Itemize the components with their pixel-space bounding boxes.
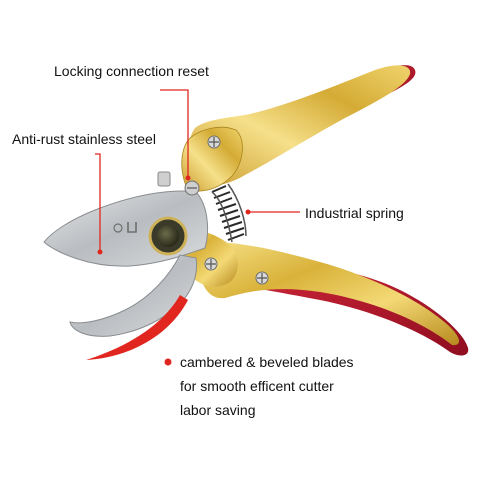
callout-line-locking bbox=[160, 89, 189, 178]
label-blades-description: cambered & beveled blades for smooth eff… bbox=[180, 350, 354, 422]
callout-line-steel bbox=[95, 153, 101, 252]
lock-screw bbox=[184, 180, 200, 196]
cambered-arc bbox=[86, 295, 188, 360]
label-locking-connection-reset: Locking connection reset bbox=[54, 63, 209, 79]
anvil-hook bbox=[69, 254, 198, 337]
bullet-dot bbox=[164, 358, 172, 366]
upper-head-gold bbox=[181, 126, 243, 192]
blades-line-1: cambered & beveled blades bbox=[180, 354, 354, 370]
callout-dot-steel bbox=[97, 249, 103, 255]
callout-dot-locking bbox=[185, 175, 191, 181]
screw-lower bbox=[204, 257, 218, 271]
lower-handle-gold bbox=[197, 241, 460, 346]
brand-logo-mark bbox=[113, 222, 137, 233]
spring bbox=[211, 183, 247, 243]
upper-handle-gold bbox=[188, 65, 411, 186]
callout-dot-spring bbox=[245, 209, 251, 215]
blades-line-3: labor saving bbox=[180, 402, 256, 418]
callout-lines bbox=[95, 89, 300, 252]
screw-upper bbox=[207, 135, 221, 149]
blades-line-2: for smooth efficent cutter bbox=[180, 378, 334, 394]
label-industrial-spring: Industrial spring bbox=[305, 205, 404, 221]
screw-handle bbox=[255, 271, 269, 285]
reset-tab bbox=[157, 171, 171, 187]
pivot-bolt bbox=[148, 216, 188, 256]
label-anti-rust-stainless-steel: Anti-rust stainless steel bbox=[12, 131, 156, 147]
